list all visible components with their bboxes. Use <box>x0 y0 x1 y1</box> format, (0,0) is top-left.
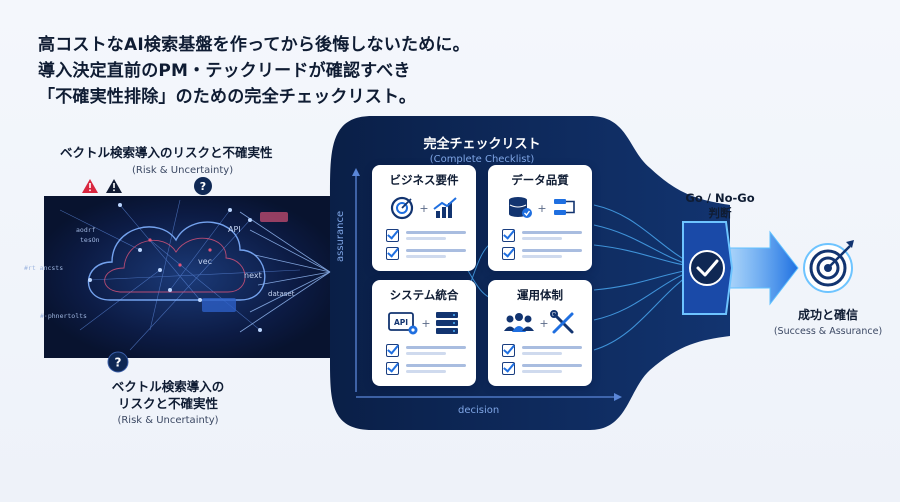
network-dataset-label: dataset <box>268 290 295 298</box>
checklist-row <box>386 247 466 261</box>
checklist-row <box>502 247 582 261</box>
checklist-row <box>386 229 466 243</box>
panel-title: 完全チェックリスト <box>423 137 541 152</box>
checkmark-icon <box>689 250 725 286</box>
checklist-row <box>502 344 582 358</box>
card-data-quality: データ品質 + <box>488 165 592 271</box>
y-axis-label: assurance <box>335 210 346 262</box>
svg-text:+: + <box>537 202 546 215</box>
api-gear-icon: API <box>388 312 418 335</box>
risk-title-line1: ベクトル検索導入の <box>111 379 225 394</box>
checklist-row <box>386 362 466 376</box>
data-flow-icon <box>554 199 575 215</box>
chat-bubble <box>260 212 288 222</box>
svg-text:+: + <box>539 317 548 330</box>
network-code-label: tesOn <box>80 236 100 244</box>
database-check-icon <box>509 197 532 218</box>
risk-subtitle: (Risk & Uncertainty) <box>132 165 234 176</box>
svg-text:+: + <box>419 202 428 215</box>
checklist-panel-title: 完全チェックリスト (Complete Checklist) <box>372 133 592 165</box>
card-title: システム統合 <box>389 288 459 302</box>
svg-text:?: ? <box>115 356 122 370</box>
card-system-integration: システム統合 API + <box>372 280 476 386</box>
warning-icon <box>82 179 98 193</box>
success-title: 成功と確信 <box>797 308 858 322</box>
checkbox-icon <box>502 344 515 357</box>
warning-icon <box>106 179 122 193</box>
headline-line: 「不確実性排除」のための完全チェックリスト。 <box>38 87 417 107</box>
risk-label-bottom: ベクトル検索導入の リスクと不確実性 (Risk & Uncertainty) <box>78 378 258 426</box>
network-code-label: aodrf <box>76 226 96 234</box>
panel-subtitle: (Complete Checklist) <box>429 154 535 165</box>
question-icon: ? <box>194 177 212 195</box>
headline-line: 導入決定直前のPM・テックリードが確認すべき <box>38 61 411 81</box>
server-icon <box>436 312 458 334</box>
headline: 高コストなAI検索基盤を作ってから後悔しないために。 導入決定直前のPM・テック… <box>38 32 470 110</box>
checkbox-icon <box>386 247 399 260</box>
checkbox-icon <box>386 229 399 242</box>
success-label: 成功と確信 (Success & Assurance) <box>768 306 888 337</box>
success-subtitle: (Success & Assurance) <box>773 326 883 337</box>
chat-bubble <box>202 298 236 312</box>
checklist-row <box>502 362 582 376</box>
checkbox-icon <box>502 247 515 260</box>
target-icon <box>390 196 414 220</box>
checkbox-icon <box>386 344 399 357</box>
x-axis-label: decision <box>458 405 500 416</box>
risk-subtitle: (Risk & Uncertainty) <box>117 415 219 426</box>
card-title: 運用体制 <box>517 288 563 302</box>
go-nogo-line1: Go / No-Go <box>685 191 755 205</box>
checkbox-icon <box>502 362 515 375</box>
target-icon <box>803 240 854 293</box>
card-business-requirements: ビジネス要件 + <box>372 165 476 271</box>
risk-label-top: ベクトル検索導入のリスクと不確実性 (Risk & Uncertainty) <box>60 142 300 176</box>
card-title: ビジネス要件 <box>389 173 459 187</box>
card-operation-structure: 運用体制 + <box>488 280 592 386</box>
risk-title-line2: リスクと不確実性 <box>117 396 218 411</box>
network-code-label: #·phnertolts <box>40 312 87 320</box>
growth-chart-icon <box>433 197 457 218</box>
svg-text:+: + <box>421 317 430 330</box>
card-title: データ品質 <box>511 173 569 187</box>
network-vec-label: vec <box>198 257 213 266</box>
network-cloud <box>87 221 266 301</box>
network-background <box>44 196 330 358</box>
checkbox-icon <box>386 362 399 375</box>
network-api-label: API <box>228 225 241 234</box>
checklist-row <box>502 229 582 243</box>
risk-title: ベクトル検索導入のリスクと不確実性 <box>60 145 273 160</box>
headline-line: 高コストなAI検索基盤を作ってから後悔しないために。 <box>38 35 470 55</box>
svg-text:API: API <box>394 318 408 327</box>
network-next-label: next <box>244 271 262 280</box>
go-nogo-line2: 判断 <box>708 206 732 220</box>
network-code-label: #rt ancsts <box>24 264 64 272</box>
checklist-row <box>386 344 466 358</box>
tools-icon <box>550 310 574 334</box>
svg-text:?: ? <box>200 180 206 193</box>
team-icon <box>504 313 534 332</box>
question-icon: ? <box>107 351 129 373</box>
checkbox-icon <box>502 229 515 242</box>
go-nogo-label: Go / No-Go 判断 <box>680 191 760 221</box>
